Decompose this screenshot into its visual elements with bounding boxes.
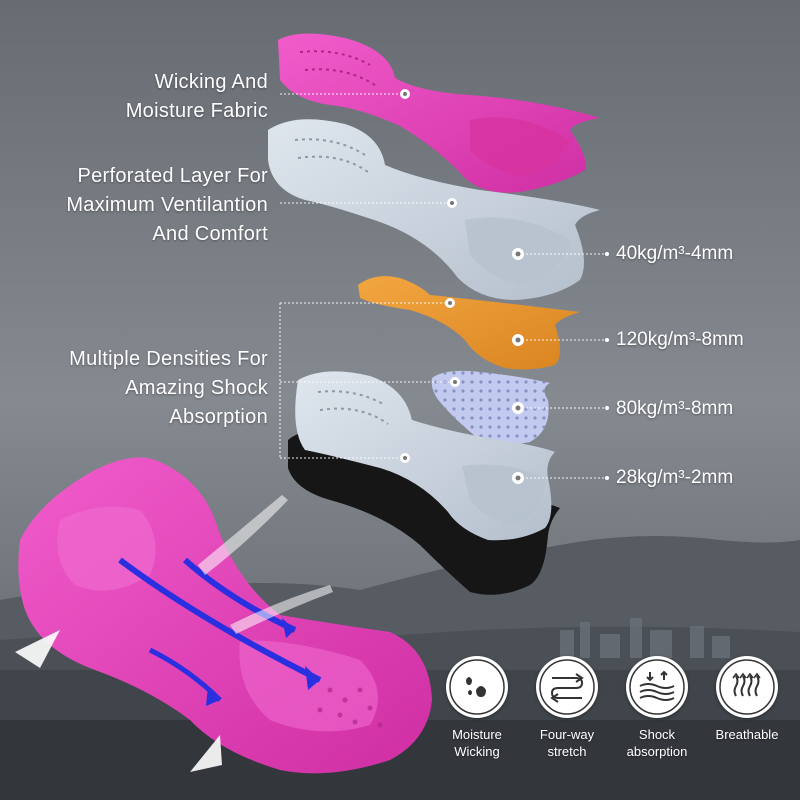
black-base-layer bbox=[288, 429, 560, 595]
feature-label: Breathable bbox=[715, 727, 779, 742]
feature-label: Shock absorption bbox=[626, 727, 688, 759]
leader-points bbox=[400, 89, 609, 484]
droplets-icon bbox=[446, 656, 508, 718]
density-label-40: 40kg/m³-4mm bbox=[616, 243, 734, 264]
feature-label: Four-way stretch bbox=[539, 727, 595, 759]
stretch-wave-icon bbox=[536, 656, 598, 718]
pink-wicking-layer bbox=[278, 33, 600, 193]
feature-shock-absorption: Shock absorption bbox=[612, 656, 702, 760]
perforated-layer-label: Perforated Layer For Maximum Ventilantio… bbox=[66, 165, 268, 245]
feature-breathable: Breathable bbox=[702, 656, 792, 743]
feature-four-way-stretch: Four-way stretch bbox=[522, 656, 612, 760]
multiple-densities-label: Multiple Densities For Amazing Shock Abs… bbox=[69, 348, 268, 428]
gray-base-layer bbox=[295, 371, 555, 541]
shock-waves-icon bbox=[626, 656, 688, 718]
outflow-arrows bbox=[15, 495, 333, 772]
airflow-arrows bbox=[118, 557, 322, 706]
lavender-perforated-layer bbox=[431, 370, 550, 445]
wicking-fabric-label: Wicking And Moisture Fabric bbox=[125, 71, 268, 122]
leader-lines bbox=[279, 93, 605, 479]
feature-moisture-wicking: Moisture Wicking bbox=[432, 656, 522, 760]
orange-density-layer bbox=[358, 276, 580, 370]
density-label-120: 120kg/m³-8mm bbox=[616, 329, 744, 350]
density-label-28: 28kg/m³-2mm bbox=[616, 467, 734, 488]
feature-label: Moisture Wicking bbox=[452, 727, 502, 759]
density-label-80: 80kg/m³-8mm bbox=[616, 398, 734, 419]
breathable-heat-icon bbox=[716, 656, 778, 718]
